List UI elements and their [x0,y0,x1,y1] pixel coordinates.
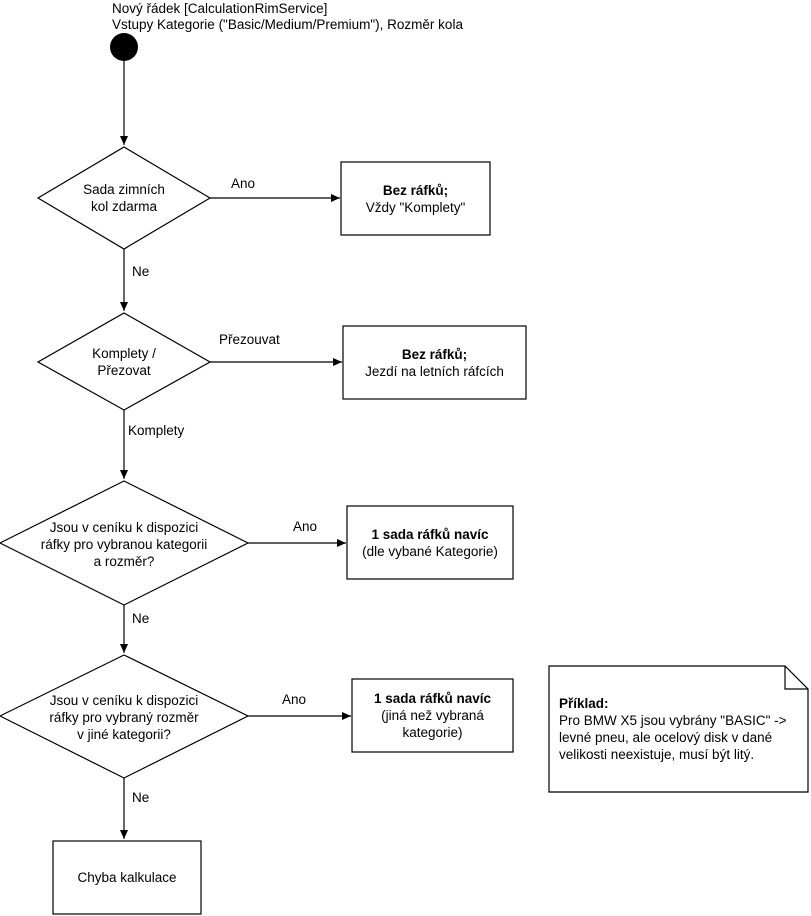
edge-label-d2-down: Komplety [128,423,185,438]
result-box-3 [346,505,514,580]
edge-label-d1-no: Ne [132,264,150,279]
result-box-5 [52,840,202,915]
result-box-4 [351,678,514,753]
header-inputs: Vstupy Kategorie ("Basic/Medium/Premium"… [112,17,463,32]
note-shape [548,665,809,793]
header-title: Nový řádek [CalculationRimService] [112,1,328,16]
result-text-4: 1 sada ráfků navíc (jiná než vybraná kat… [373,691,492,740]
result-title: Bez ráfků; [382,182,449,198]
decision-diamond-free-winter-set [36,146,212,250]
note-text: Příklad: Pro BMW X5 jsou vybrány "BASIC"… [559,695,804,763]
edge-label-d2-right: Přezouvat [219,332,280,347]
result-title: Bez ráfků; [401,346,468,362]
decision-text-3: Jsou v ceníku k dispozici ráfky pro vybr… [40,519,208,569]
result-box-1 [340,161,491,236]
note-line: Pro BMW X5 jsou vybrány "BASIC" -> [559,713,787,728]
start-node [110,33,138,61]
decision-text-2: Komplety / Přezovat [92,346,156,378]
edge-label-d4-no: Ne [132,790,150,805]
decision-diamond-rims-other-category [0,654,250,779]
edge-label-d1-yes: Ano [231,176,256,191]
result-box-2 [342,325,527,400]
result-title: 1 sada ráfků navíc [371,526,489,542]
decision-diamond-komplety-prezovat [36,312,212,411]
decision-text-4: Jsou v ceníku k dispozici ráfky pro vybr… [49,692,199,742]
result-text-3: 1 sada ráfků navíc (dle vybané Kategorie… [362,526,498,559]
note-line: velikosti neexistuje, musí být litý. [559,747,755,762]
edge-label-d3-no: Ne [132,611,150,626]
decision-text-1: Sada zimních kol zdarma [83,182,165,214]
result-title: 1 sada ráfků navíc [373,691,492,706]
note-title: Příklad: [559,696,609,711]
note-line: levné pneu, ale ocelový disk v dané [559,730,773,745]
edge-label-d3-yes: Ano [293,519,318,534]
edge-label-d4-yes: Ano [282,692,307,707]
note-fold-icon [784,666,808,690]
result-text-5: Chyba kalkulace [77,870,177,885]
result-text-2: Bez ráfků; Jezdí na letních ráfcích [365,346,504,379]
decision-diamond-rims-selected-category [0,480,250,606]
result-text-1: Bez ráfků; Vždy "Komplety" [365,182,466,215]
